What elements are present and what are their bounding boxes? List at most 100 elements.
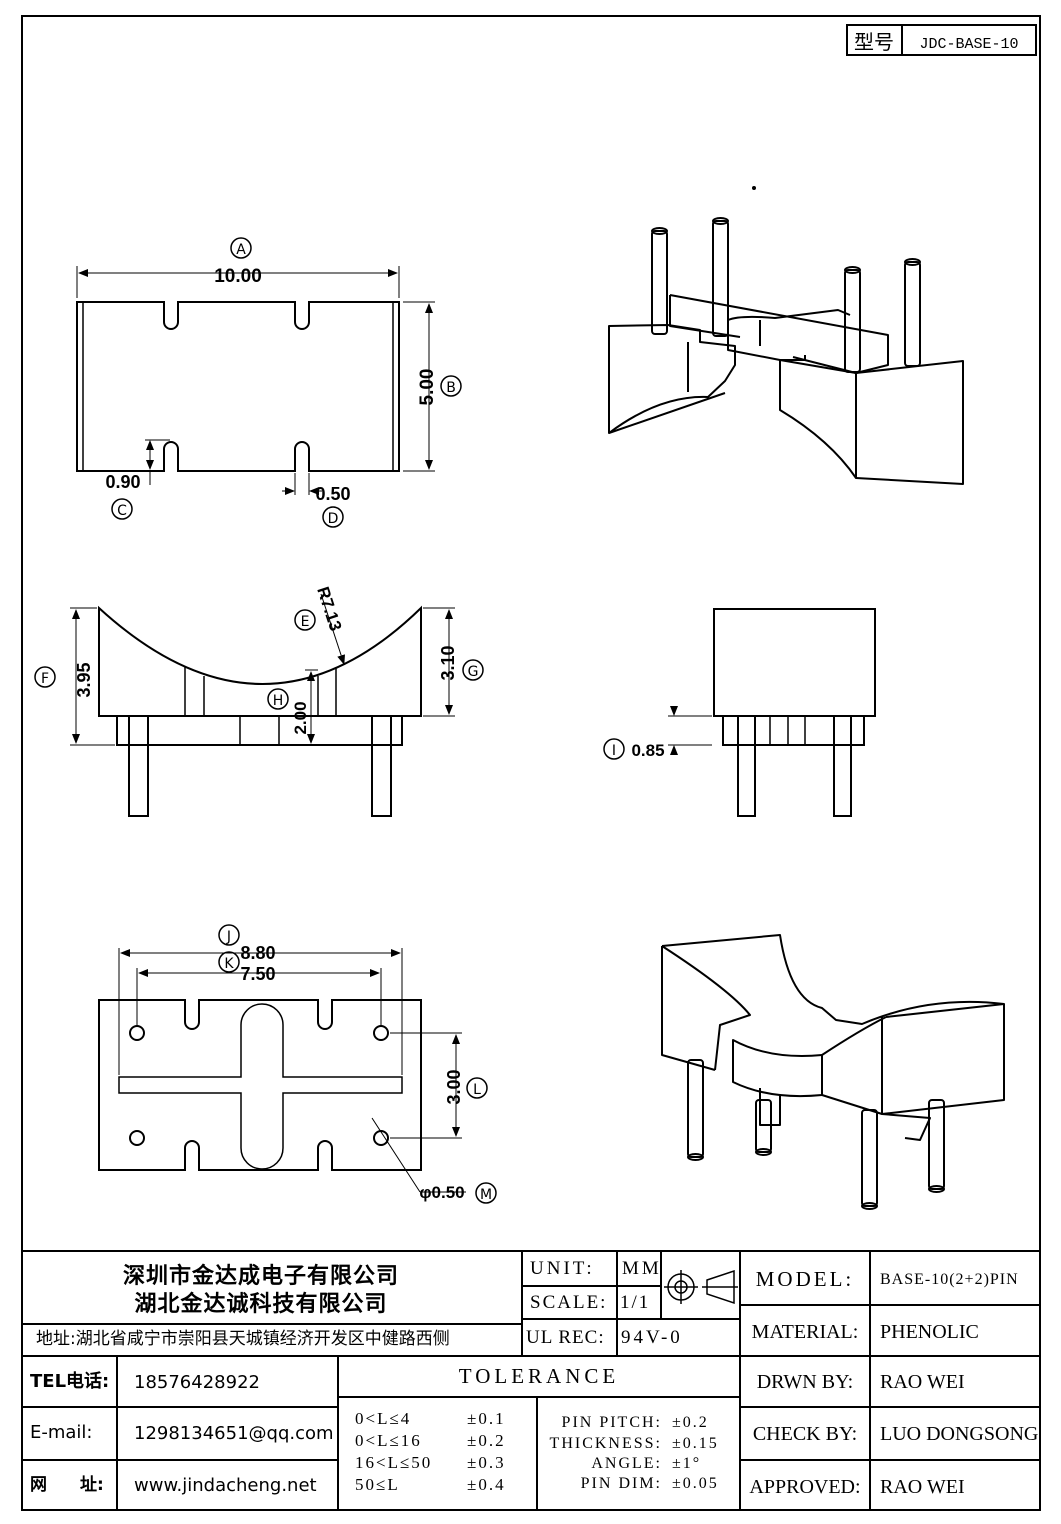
web-label-2: 址: — [80, 1475, 104, 1495]
tolerance-value-3: ±0.4 — [467, 1475, 506, 1494]
dim-A — [76, 266, 400, 298]
scale-label: SCALE: — [530, 1292, 608, 1313]
spec-value-1: ±0.15 — [672, 1435, 719, 1452]
iso-bottom-pin-3 — [861, 1109, 878, 1207]
front-view-pin-left — [128, 715, 149, 817]
unit-value: MM — [622, 1258, 662, 1279]
dim-J-value: 8.80 — [240, 943, 275, 963]
side-view-body — [713, 608, 876, 717]
company-name-2: 湖北金达诚科技有限公司 — [134, 1292, 388, 1317]
iso-view-top — [608, 186, 964, 485]
tel-label: TEL电话: — [30, 1371, 110, 1392]
tel-value: 18576428922 — [134, 1372, 260, 1393]
bottom-view — [98, 999, 422, 1171]
side-view-pin-right — [833, 715, 852, 817]
iso-top-pin-3 — [844, 269, 861, 373]
dim-I-value: 0.85 — [631, 741, 664, 760]
balloon-I-letter: I — [612, 743, 616, 759]
company-name-1: 深圳市金达成电子有限公司 — [122, 1264, 399, 1289]
dim-G-value: 3.10 — [438, 645, 458, 680]
balloon-B-letter: B — [446, 380, 456, 396]
web-label-1: 网 — [30, 1475, 47, 1495]
spec-label-2: ANGLE: — [591, 1455, 662, 1472]
balloon-G — [462, 659, 484, 681]
tolerance-range-3: 50≤L — [355, 1475, 400, 1494]
balloon-H — [267, 688, 289, 710]
dim-H-value: 2.00 — [291, 701, 310, 734]
iso-top-pin-4 — [904, 261, 921, 367]
model-number-box: 型号 JDC-BASE-10 — [846, 24, 1037, 56]
material-value: PHENOLIC — [880, 1321, 979, 1343]
check-by-value: LUO DONGSONG — [880, 1423, 1039, 1445]
balloon-D — [322, 506, 344, 528]
dim-B-value: 5.00 — [417, 369, 438, 406]
unit-label: UNIT: — [530, 1258, 595, 1279]
front-view-base — [116, 715, 403, 746]
tolerance-range-2: 16<L≤50 — [355, 1453, 433, 1472]
balloon-A — [230, 237, 252, 259]
dim-M-value: φ0.50 — [419, 1183, 464, 1202]
spec-value-2: ±1° — [672, 1455, 702, 1472]
dim-A-value: 10.00 — [214, 266, 262, 287]
material-label: MATERIAL: — [751, 1321, 859, 1343]
iso-bottom-pin-2 — [755, 1099, 772, 1153]
balloon-E-letter: E — [301, 614, 310, 630]
balloon-J-letter: J — [226, 929, 231, 945]
balloon-J — [218, 924, 240, 946]
front-view — [98, 605, 422, 817]
dim-G — [423, 607, 455, 717]
check-by-label: CHECK BY: — [752, 1423, 858, 1445]
dim-K-value: 7.50 — [240, 964, 275, 984]
balloon-L-letter: L — [473, 1082, 481, 1098]
front-view-pin-right — [371, 715, 392, 817]
dim-I — [668, 706, 712, 755]
dim-L-value: 3.00 — [444, 1069, 464, 1104]
drawn-by-value: RAO WEI — [880, 1371, 965, 1393]
dim-D-value: 0.50 — [315, 484, 350, 504]
tolerance-value-2: ±0.3 — [467, 1453, 506, 1472]
balloon-F-letter: F — [41, 671, 49, 687]
pin-hole-2 — [373, 1025, 389, 1041]
balloon-E — [294, 609, 316, 631]
balloon-D-letter: D — [328, 511, 339, 527]
side-view-base — [722, 715, 865, 746]
top-view — [76, 301, 400, 472]
pin-hole-4 — [373, 1130, 389, 1146]
balloon-K — [218, 951, 240, 973]
bottom-view-outline — [98, 999, 422, 1171]
model-box-value: JDC-BASE-10 — [919, 36, 1018, 53]
spec-label-1: THICKNESS: — [549, 1435, 662, 1452]
tolerance-title: TOLERANCE — [458, 1364, 620, 1388]
approved-label: APPROVED: — [749, 1476, 861, 1498]
dim-L — [390, 1032, 462, 1139]
approved-value: RAO WEI — [880, 1476, 965, 1498]
side-view — [713, 608, 876, 817]
dim-D — [282, 473, 322, 495]
web-value: www.jindacheng.net — [134, 1475, 317, 1496]
pin-hole-3 — [129, 1130, 145, 1146]
balloon-A-letter: A — [236, 242, 246, 258]
model-value: BASE-10(2+2)PIN — [880, 1271, 1019, 1288]
title-block-grid — [22, 1250, 1040, 1510]
balloon-B — [440, 375, 462, 397]
dim-K — [136, 968, 382, 1026]
spec-value-3: ±0.05 — [672, 1475, 719, 1492]
dim-B — [403, 301, 435, 472]
balloon-M-letter: M — [480, 1187, 492, 1203]
ul-label: UL REC: — [526, 1327, 605, 1348]
pin-hole-1 — [129, 1025, 145, 1041]
dim-E — [320, 593, 345, 665]
balloon-C-letter: C — [117, 503, 127, 519]
ul-value: 94V-0 — [621, 1327, 683, 1348]
tolerance-range-1: 0<L≤16 — [355, 1431, 422, 1450]
balloon-G-letter: G — [468, 664, 479, 680]
model-label: MODEL: — [755, 1267, 855, 1291]
sheet-border — [21, 15, 1041, 1511]
projection-symbol-icon — [664, 1269, 738, 1305]
iso-bottom-pin-1 — [687, 1059, 704, 1158]
drawn-by-label: DRWN BY: — [756, 1371, 854, 1393]
dim-C-value: 0.90 — [105, 472, 140, 492]
iso-view-bottom — [661, 934, 1005, 1210]
spec-label-3: PIN DIM: — [580, 1475, 662, 1492]
